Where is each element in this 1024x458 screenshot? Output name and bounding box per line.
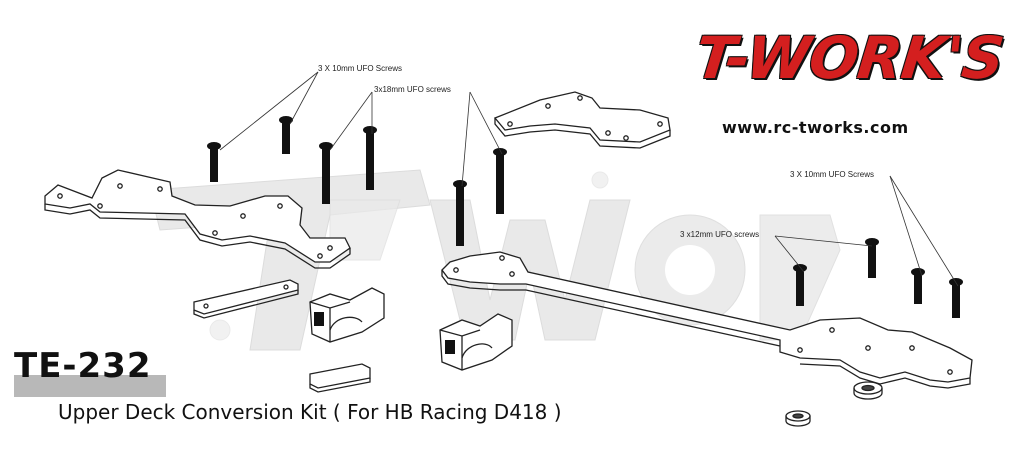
screw-12mm-b bbox=[865, 238, 879, 278]
product-code-bar bbox=[14, 375, 166, 397]
product-title: Upper Deck Conversion Kit ( For HB Racin… bbox=[58, 400, 562, 424]
screw-18mm-b bbox=[363, 126, 377, 190]
servo-mount-block-right bbox=[439, 313, 513, 371]
callout-left-10mm-screws: 3 X 10mm UFO Screws bbox=[318, 64, 403, 73]
upper-deck-plate-left bbox=[44, 169, 351, 269]
callout-right-10mm-screws: 3 X 10mm UFO Screws bbox=[790, 170, 875, 179]
upper-deck-long-bar bbox=[441, 251, 973, 389]
spacer-block bbox=[309, 363, 371, 393]
screw-10mm-b bbox=[279, 116, 293, 154]
washer-2 bbox=[785, 410, 811, 427]
product-code: TE-232 bbox=[14, 346, 152, 386]
brand-url: www.rc-tworks.com bbox=[722, 118, 909, 137]
servo-mount-block-left bbox=[309, 287, 385, 343]
brand-logo-wordmark: T-WORK'S bbox=[692, 24, 1007, 92]
screw-12mm-a bbox=[793, 264, 807, 306]
callout-left-18mm-screws: 3x18mm UFO screws bbox=[374, 85, 451, 94]
screw-18mm-c bbox=[453, 180, 467, 246]
screw-10mm-c bbox=[911, 268, 925, 304]
callout-right-12mm-screws: 3 x12mm UFO screws bbox=[680, 230, 760, 239]
flat-link-upper bbox=[193, 279, 299, 319]
screw-18mm-a bbox=[319, 142, 333, 204]
screws bbox=[207, 116, 963, 318]
upper-deck-plate-small bbox=[493, 91, 671, 149]
screw-10mm-a bbox=[207, 142, 221, 182]
screw-10mm-d bbox=[949, 278, 963, 318]
callout-leader-lines bbox=[219, 71, 959, 287]
washer-1 bbox=[853, 381, 883, 400]
screw-18mm-d bbox=[493, 148, 507, 214]
brand-logo: T-WORK'S www.rc-tworks.com bbox=[688, 14, 1006, 144]
